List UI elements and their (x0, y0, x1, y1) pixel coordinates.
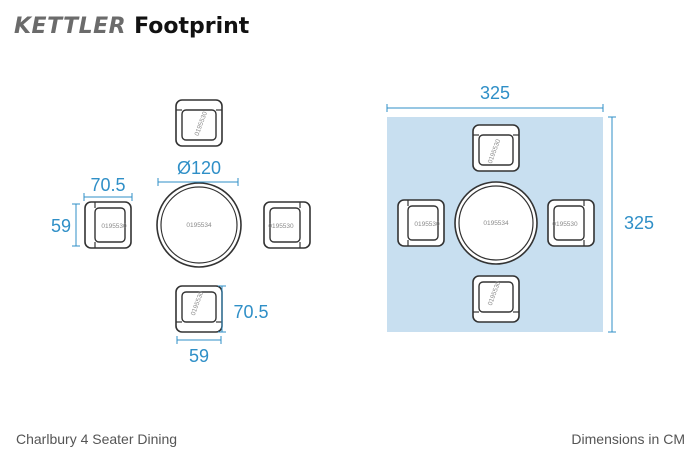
header: KETTLER Footprint (14, 14, 249, 48)
dim-area-height (608, 116, 616, 333)
chair-width-bottom-label: 59 (189, 346, 209, 366)
chair-depth-bottom-label: 70.5 (233, 302, 268, 322)
area-width-label: 325 (480, 83, 510, 103)
dim-chair-width-left (72, 203, 80, 247)
units-note: Dimensions in CM (571, 431, 685, 447)
table-left: 0195534 (156, 182, 242, 268)
chair-code: 0195530 (552, 221, 578, 228)
brand-logo: KETTLER (14, 14, 127, 39)
left-layout: 0195534 0195530 0195530 0195530 0195530 … (51, 99, 311, 366)
area-height-label: 325 (624, 213, 654, 233)
chair-code: 0195530 (414, 221, 440, 228)
table-code: 0195534 (483, 220, 509, 227)
chair-width-left-label: 59 (51, 216, 71, 236)
right-layout: 0195534 0195530 0195530 0195530 0195530 … (386, 83, 654, 333)
dim-table-diameter (157, 178, 239, 186)
dim-chair-depth-left (83, 193, 133, 201)
table-code: 0195534 (186, 222, 212, 229)
table-right: 0195534 (454, 181, 538, 265)
table-diameter-label: Ø120 (177, 158, 221, 178)
chair-code: 0195530 (101, 223, 127, 230)
dim-chair-depth-bottom (218, 285, 226, 333)
dim-chair-width-bottom (176, 336, 222, 344)
chair-depth-left-label: 70.5 (90, 175, 125, 195)
chair-top-left-layout: 0195530 (175, 99, 223, 147)
chair-code: 0195530 (268, 223, 294, 230)
product-name: Charlbury 4 Seater Dining (16, 431, 178, 447)
dim-area-width (386, 104, 604, 112)
page-title: Footprint (134, 14, 250, 39)
